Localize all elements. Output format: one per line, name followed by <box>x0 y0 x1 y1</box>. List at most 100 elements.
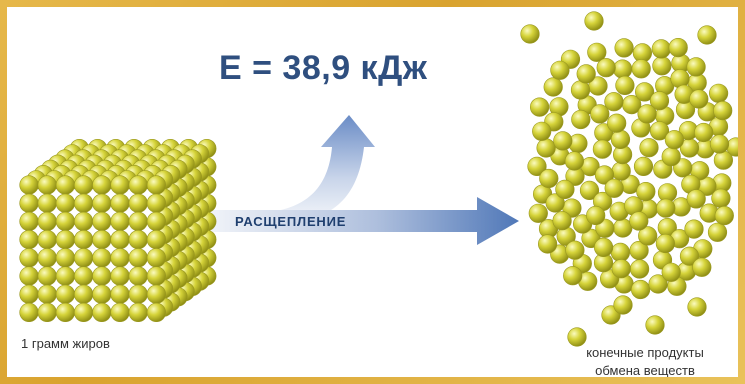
product-sphere <box>638 226 658 246</box>
product-sphere <box>629 259 650 279</box>
cube-sphere <box>92 211 112 231</box>
product-sphere <box>586 205 606 226</box>
cube-sphere <box>92 302 112 323</box>
product-sphere <box>567 327 587 347</box>
product-sphere <box>611 161 631 181</box>
cube-sphere <box>146 284 166 304</box>
product-sphere <box>596 58 616 78</box>
product-sphere <box>686 57 706 77</box>
cube-sphere <box>146 302 166 323</box>
cube-sphere <box>19 193 39 213</box>
product-sphere <box>579 180 600 200</box>
product-sphere <box>649 121 670 141</box>
product-sphere <box>590 104 610 124</box>
energy-release-arrow <box>269 115 375 221</box>
cube-sphere <box>110 302 130 323</box>
cube-caption: 1 грамм жиров <box>21 336 110 351</box>
cube-sphere <box>55 175 76 195</box>
cube-sphere <box>73 193 94 213</box>
cube-sphere <box>19 284 39 304</box>
cube-sphere <box>55 302 76 323</box>
product-sphere <box>711 188 731 208</box>
cube-sphere <box>146 193 166 213</box>
cube-sphere <box>92 248 112 268</box>
cube-sphere <box>37 230 57 250</box>
product-sphere <box>633 156 654 176</box>
cube-sphere <box>37 302 57 323</box>
product-sphere <box>592 139 613 159</box>
product-sphere <box>651 39 671 59</box>
cube-sphere <box>37 193 57 213</box>
product-sphere <box>694 122 714 143</box>
cube-sphere <box>146 248 166 268</box>
product-sphere <box>656 198 676 218</box>
cube-sphere <box>55 284 76 304</box>
cube-sphere <box>73 175 94 195</box>
cube-sphere <box>110 175 130 195</box>
cube-sphere <box>146 175 166 195</box>
product-sphere <box>552 211 572 231</box>
product-sphere <box>587 42 607 62</box>
product-sphere <box>655 233 676 254</box>
cube-sphere <box>110 193 130 213</box>
product-sphere <box>584 11 604 31</box>
cube-sphere <box>110 211 130 231</box>
product-sphere <box>615 75 635 95</box>
product-sphere <box>604 178 624 198</box>
product-sphere <box>689 89 709 109</box>
cube-sphere <box>128 230 148 250</box>
product-sphere <box>545 193 565 213</box>
product-sphere <box>687 297 707 317</box>
product-sphere <box>684 219 704 239</box>
product-sphere <box>576 64 596 84</box>
cube-sphere <box>128 193 148 213</box>
product-sphere <box>594 165 615 185</box>
cube-sphere <box>110 248 130 268</box>
products-caption: конечные продукты обмена веществ <box>555 344 735 377</box>
product-sphere <box>637 104 657 124</box>
cube-sphere <box>19 266 39 286</box>
product-sphere <box>520 24 540 44</box>
product-sphere <box>536 138 556 158</box>
cube-sphere <box>110 266 130 286</box>
product-sphere <box>636 182 656 202</box>
cube-sphere <box>128 284 148 304</box>
product-sphere <box>611 259 631 279</box>
product-sphere <box>679 246 700 266</box>
energy-formula: E = 38,9 кДж <box>219 49 428 87</box>
cube-sphere <box>55 248 76 268</box>
cube-sphere <box>19 175 39 195</box>
cube-sphere <box>146 211 166 231</box>
product-sphere <box>613 295 633 315</box>
products-caption-line1: конечные продукты <box>586 345 704 360</box>
product-sphere <box>555 179 575 199</box>
product-sphere <box>610 129 631 149</box>
cube-sphere <box>128 266 148 286</box>
product-sphere <box>543 77 563 97</box>
product-sphere <box>652 56 672 76</box>
cube-sphere <box>92 230 112 250</box>
process-label: РАСЩЕПЛЕНИЕ <box>235 214 346 229</box>
cube-sphere <box>19 211 39 231</box>
product-sphere <box>563 266 583 286</box>
fat-cube <box>19 139 217 323</box>
product-sphere <box>709 134 730 154</box>
cube-sphere <box>55 266 76 286</box>
product-sphere <box>639 138 659 158</box>
product-sphere <box>612 59 633 79</box>
products-caption-line2: обмена веществ <box>595 363 695 377</box>
product-sphere <box>686 189 706 209</box>
cube-sphere <box>55 230 76 250</box>
product-sphere <box>661 147 681 167</box>
product-sphere <box>707 222 728 242</box>
cube-sphere <box>73 266 94 286</box>
product-sphere <box>631 59 651 79</box>
product-sphere <box>661 262 681 282</box>
diagram-canvas: РАСЩЕПЛЕНИЕ <box>19 11 738 347</box>
cube-sphere <box>37 211 57 231</box>
cube-sphere <box>37 284 57 304</box>
product-sphere <box>668 37 688 58</box>
product-sphere <box>610 242 631 262</box>
cube-sphere <box>19 248 39 268</box>
